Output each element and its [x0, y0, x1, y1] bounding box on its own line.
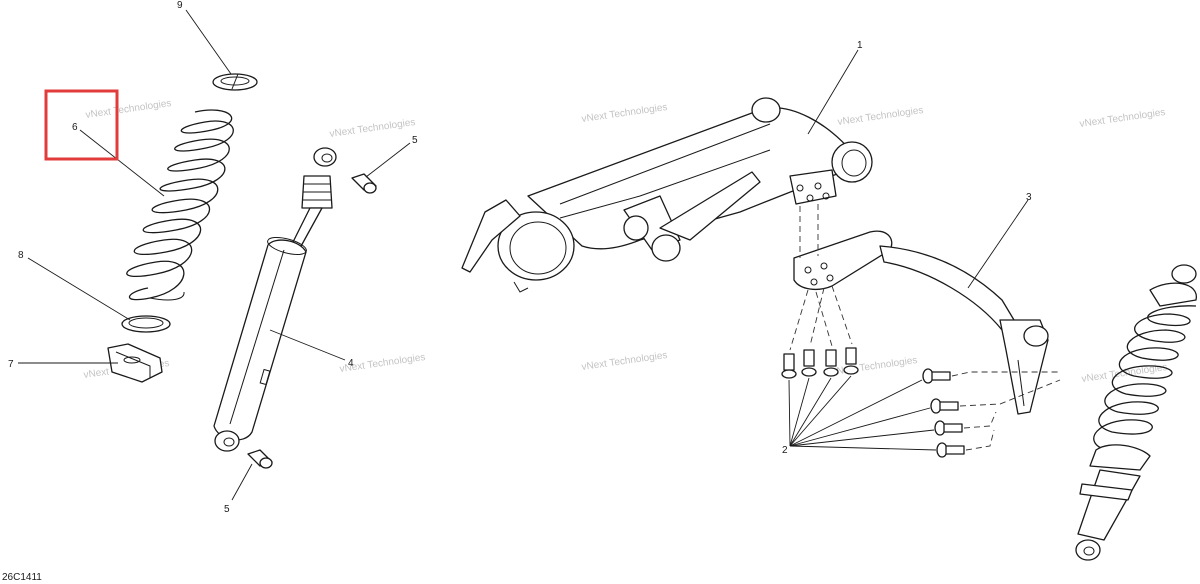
part-5-bushing-top: [351, 173, 377, 194]
watermark: vNext Technologies: [329, 117, 416, 140]
assembly-dashed-lines: [789, 204, 1061, 451]
callout-3: 3: [1026, 192, 1032, 203]
watermark: vNext Technologies: [831, 355, 918, 378]
watermark: vNext Technologies: [85, 98, 172, 121]
highlight-box: [44, 89, 119, 161]
leader-lines: [18, 9, 1029, 501]
part-6-coil-spring: [126, 109, 234, 301]
part-3-stabilizer-arm: [793, 230, 1049, 415]
watermark: vNext Technologies: [581, 350, 668, 373]
callout-5-bottom: 5: [224, 504, 230, 515]
callout-4: 4: [348, 358, 354, 369]
part-1-swing-arm: [461, 97, 873, 293]
part-2-bolts-vertical: [781, 347, 859, 379]
callout-6: 6: [72, 122, 78, 133]
part-4-shock-absorber: [213, 147, 337, 452]
part-5-bushing-bottom: [247, 449, 273, 469]
part-2-bolts-horizontal: [922, 368, 965, 458]
watermark: vNext Technologies: [581, 102, 668, 125]
callout-numbers: 9 6 8 7 4 5 5 1 3 2: [8, 0, 1032, 515]
part-9-retaining-ring: [212, 73, 258, 91]
watermark: vNext Technologies: [1079, 107, 1166, 130]
callout-9: 9: [177, 0, 183, 11]
callout-2: 2: [782, 445, 788, 456]
callout-1: 1: [857, 40, 863, 51]
callout-5-top: 5: [412, 135, 418, 146]
part-8-spring-seat: [121, 315, 171, 333]
diagram-code: 26C1411: [2, 572, 42, 583]
callout-8: 8: [18, 250, 24, 261]
callout-7: 7: [8, 359, 14, 370]
coil-over-shock-assembly: [1075, 264, 1197, 561]
part-7-lower-seat: [107, 343, 163, 383]
watermark: vNext Technologies: [837, 105, 924, 128]
